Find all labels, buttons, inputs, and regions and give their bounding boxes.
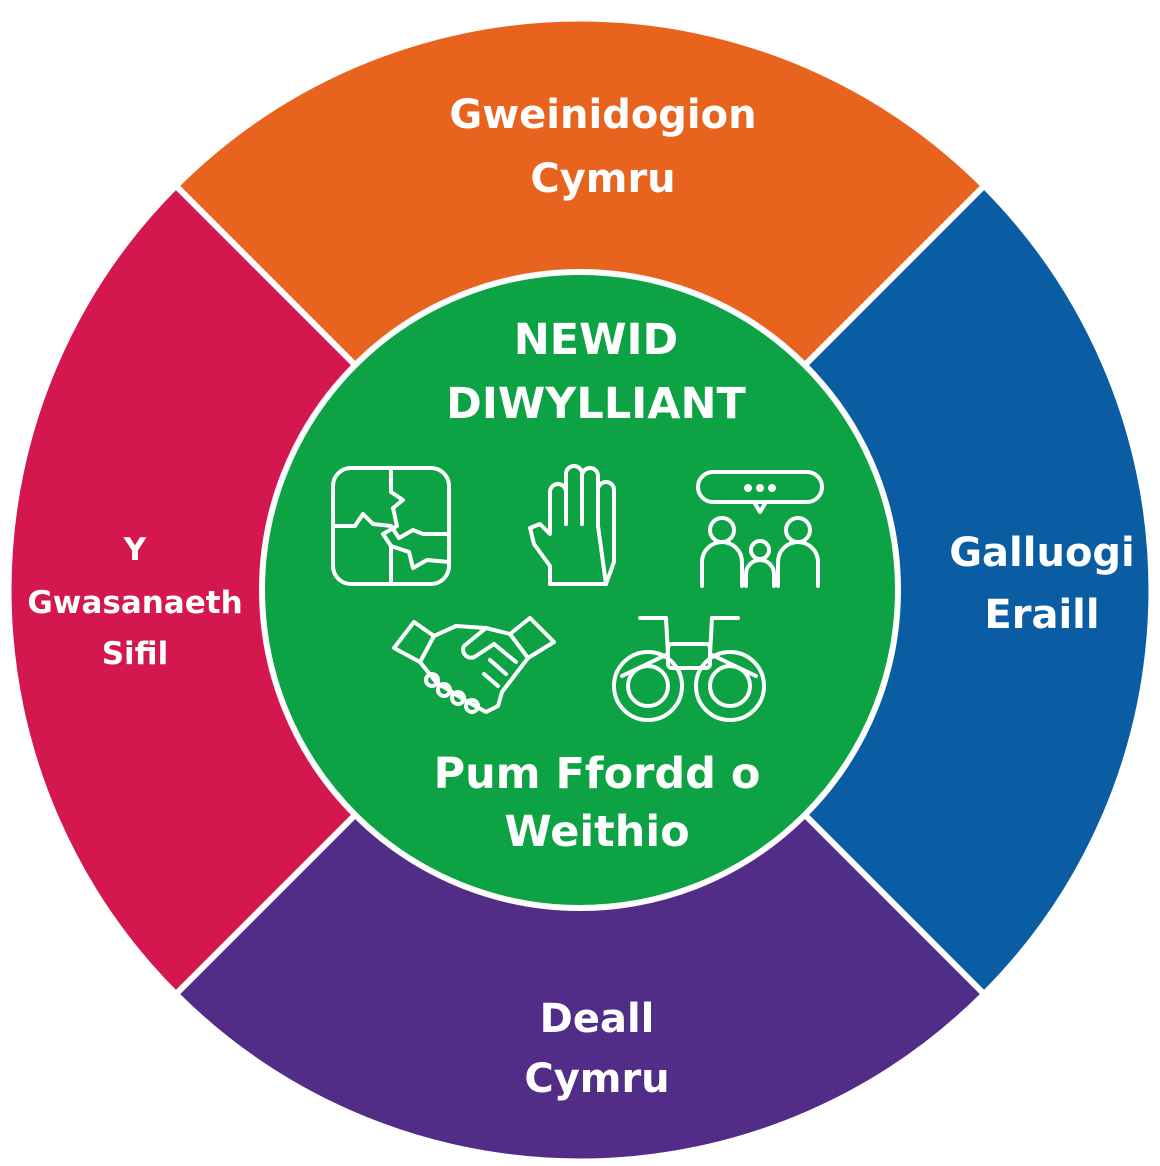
- center-subtitle-line-2: Weithio: [504, 807, 689, 857]
- center-circle: [259, 269, 901, 911]
- hand-icon: [528, 464, 616, 586]
- segment-top-label-line-1: Gweinidogion: [449, 92, 756, 138]
- puzzle-icon: [331, 466, 451, 586]
- segment-left-label-line-1: Y: [123, 532, 147, 568]
- segment-top-label-line-2: Cymru: [530, 156, 675, 202]
- handshake-icon: [392, 616, 556, 714]
- segment-bottom-label-line-2: Cymru: [524, 1056, 669, 1102]
- center-subtitle-line-1: Pum Ffordd o: [434, 749, 761, 799]
- center-title-line-1: NEWID: [514, 315, 678, 365]
- segment-right-label-line-2: Eraill: [984, 592, 1099, 638]
- binoculars-icon: [612, 616, 766, 722]
- people-discussion-icon: [696, 470, 824, 588]
- segment-right-label-line-1: Galluogi: [949, 530, 1135, 576]
- center-title-line-2: DIWYLLIANT: [446, 379, 746, 429]
- segment-left-label-line-3: Sifil: [102, 636, 169, 672]
- segment-bottom-label-line-1: Deall: [540, 996, 655, 1042]
- segment-left-label-line-2: Gwasanaeth: [27, 585, 242, 621]
